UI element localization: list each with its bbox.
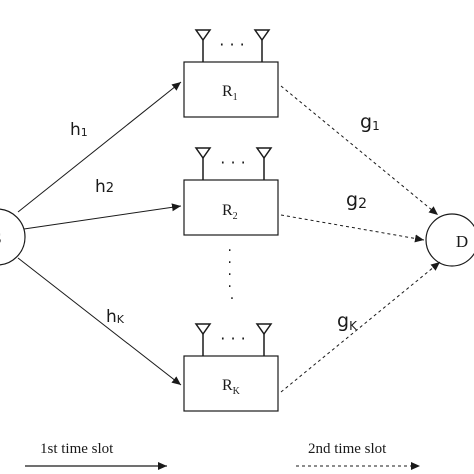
label-hk-sub: K — [117, 313, 125, 326]
relay-2-label: R2 — [222, 202, 238, 222]
second-hop-arrow-k — [280, 261, 441, 393]
second-hop-arrow-1 — [280, 85, 439, 216]
relay-1-label: R1 — [222, 83, 238, 103]
relay-2-label-sub: 2 — [233, 211, 238, 222]
relay-k-label-sub: K — [233, 386, 241, 397]
label-g2-sub: 2 — [358, 196, 367, 212]
label-h2-name: h — [95, 177, 106, 197]
relay-2: · · · R2 — [183, 147, 279, 236]
relay-2-antenna-dots: · · · — [220, 153, 245, 172]
relay-2-antenna-right-icon — [255, 147, 273, 180]
relay-k: · · · RK — [183, 323, 279, 412]
relay-k-antenna-dots: · · · — [220, 329, 245, 348]
label-gk-sub: K — [349, 319, 358, 333]
relay-k-label-name: R — [222, 377, 233, 394]
relay-1-antenna-right-icon — [253, 29, 271, 62]
label-gk: gK — [337, 310, 358, 333]
label-h1-name: h — [70, 120, 81, 140]
label-h1-sub: 1 — [81, 126, 88, 139]
relay-k-box — [183, 355, 279, 412]
relays-vertical-ellipsis: · · · · · — [228, 243, 237, 307]
label-gk-name: g — [337, 310, 349, 332]
relay-1-antenna-dots: · · · — [219, 35, 244, 54]
relay-1-label-name: R — [222, 83, 233, 100]
source-node-label: S — [0, 229, 2, 248]
source-node — [0, 208, 26, 266]
label-g2: g2 — [346, 189, 367, 212]
label-h2-sub: 2 — [106, 181, 114, 196]
label-h1: h1 — [70, 120, 88, 140]
legend-second-slot-label: 2nd time slot — [308, 441, 387, 457]
relay-2-label-name: R — [222, 202, 233, 219]
first-hop-arrow-1 — [17, 81, 182, 213]
label-hk: hK — [106, 307, 125, 327]
relay-k-label: RK — [222, 377, 241, 397]
first-hop-arrow-k — [17, 257, 182, 386]
relay-2-box — [183, 179, 279, 236]
relay-k-antenna-left-icon — [194, 323, 212, 356]
relay-1-box — [183, 61, 279, 118]
relay-k-antenna-right-icon — [255, 323, 273, 356]
relay-1-label-sub: 1 — [233, 92, 238, 103]
label-g1-name: g — [360, 111, 372, 133]
relay-1: · · · R1 — [183, 29, 279, 118]
destination-node-label: D — [456, 232, 468, 251]
destination-node — [425, 213, 474, 267]
label-g2-name: g — [346, 189, 358, 211]
label-h2: h2 — [95, 177, 114, 197]
label-g1-sub: 1 — [372, 119, 380, 133]
first-hop-arrow-2 — [23, 203, 182, 230]
second-hop-arrow-2 — [280, 214, 425, 243]
relay-1-antenna-left-icon — [194, 29, 212, 62]
relay-2-antenna-left-icon — [194, 147, 212, 180]
label-hk-name: h — [106, 307, 117, 327]
legend-first-slot-label: 1st time slot — [40, 441, 114, 457]
label-g1: g1 — [360, 111, 380, 133]
